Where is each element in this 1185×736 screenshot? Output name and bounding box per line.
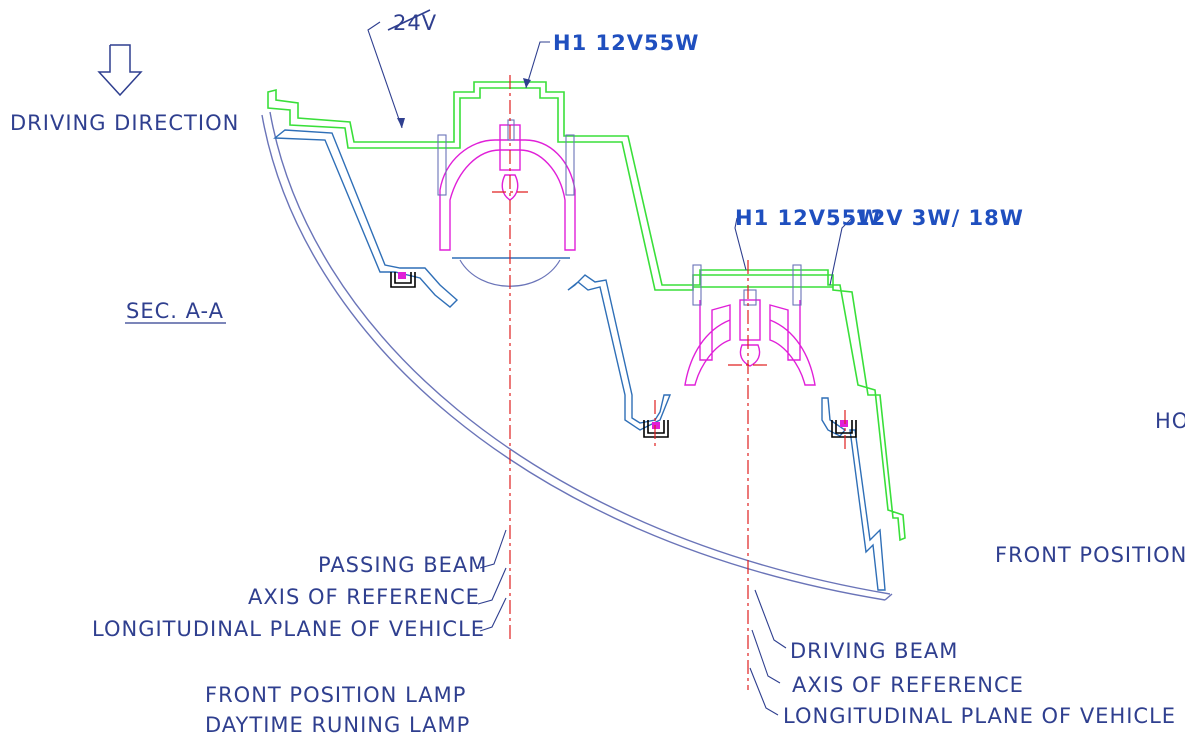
section-label: SEC. A-A	[126, 299, 224, 323]
axis-reference-label-2: AXIS OF REFERENCE	[792, 673, 1024, 697]
front-position-right-label: FRONT POSITION	[995, 543, 1185, 567]
longitudinal-plane-label-1: LONGITUDINAL PLANE OF VEHICLE	[92, 617, 485, 641]
green-lamp-body	[267, 81, 906, 542]
driving-beam-label: DRIVING BEAM	[790, 639, 958, 663]
daytime-running-lamp-label: DAYTIME RUNING LAMP	[205, 713, 470, 736]
strike-through-line	[387, 9, 431, 31]
horizontal-cut-label: HOI	[1155, 409, 1185, 433]
leader-arrowheads	[397, 78, 531, 128]
front-position-lamp-label: FRONT POSITION LAMP	[205, 683, 466, 707]
voltage-struck-label: 24V	[393, 11, 437, 35]
outer-lens	[261, 111, 893, 601]
axis-reference-label-1: AXIS OF REFERENCE	[248, 585, 480, 609]
bulb-driving-label: H1 12V55W	[735, 206, 881, 230]
driving-direction-arrow-icon	[97, 44, 143, 97]
passing-beam-label: PASSING BEAM	[318, 553, 487, 577]
bulb-passing-label: H1 12V55W	[553, 31, 699, 55]
housing-outline	[273, 129, 886, 591]
bulb-position-label: 12V 3W/ 18W	[855, 206, 1024, 230]
reference-axes	[492, 75, 846, 690]
leader-lines	[367, 21, 853, 716]
driving-direction-label: DRIVING DIRECTION	[10, 111, 239, 135]
clip-pins	[398, 272, 848, 429]
passing-beam-reflector	[439, 124, 816, 386]
mounting-clips	[390, 272, 857, 438]
screws	[437, 119, 802, 306]
longitudinal-plane-label-2: LONGITUDINAL PLANE OF VEHICLE	[783, 704, 1176, 728]
